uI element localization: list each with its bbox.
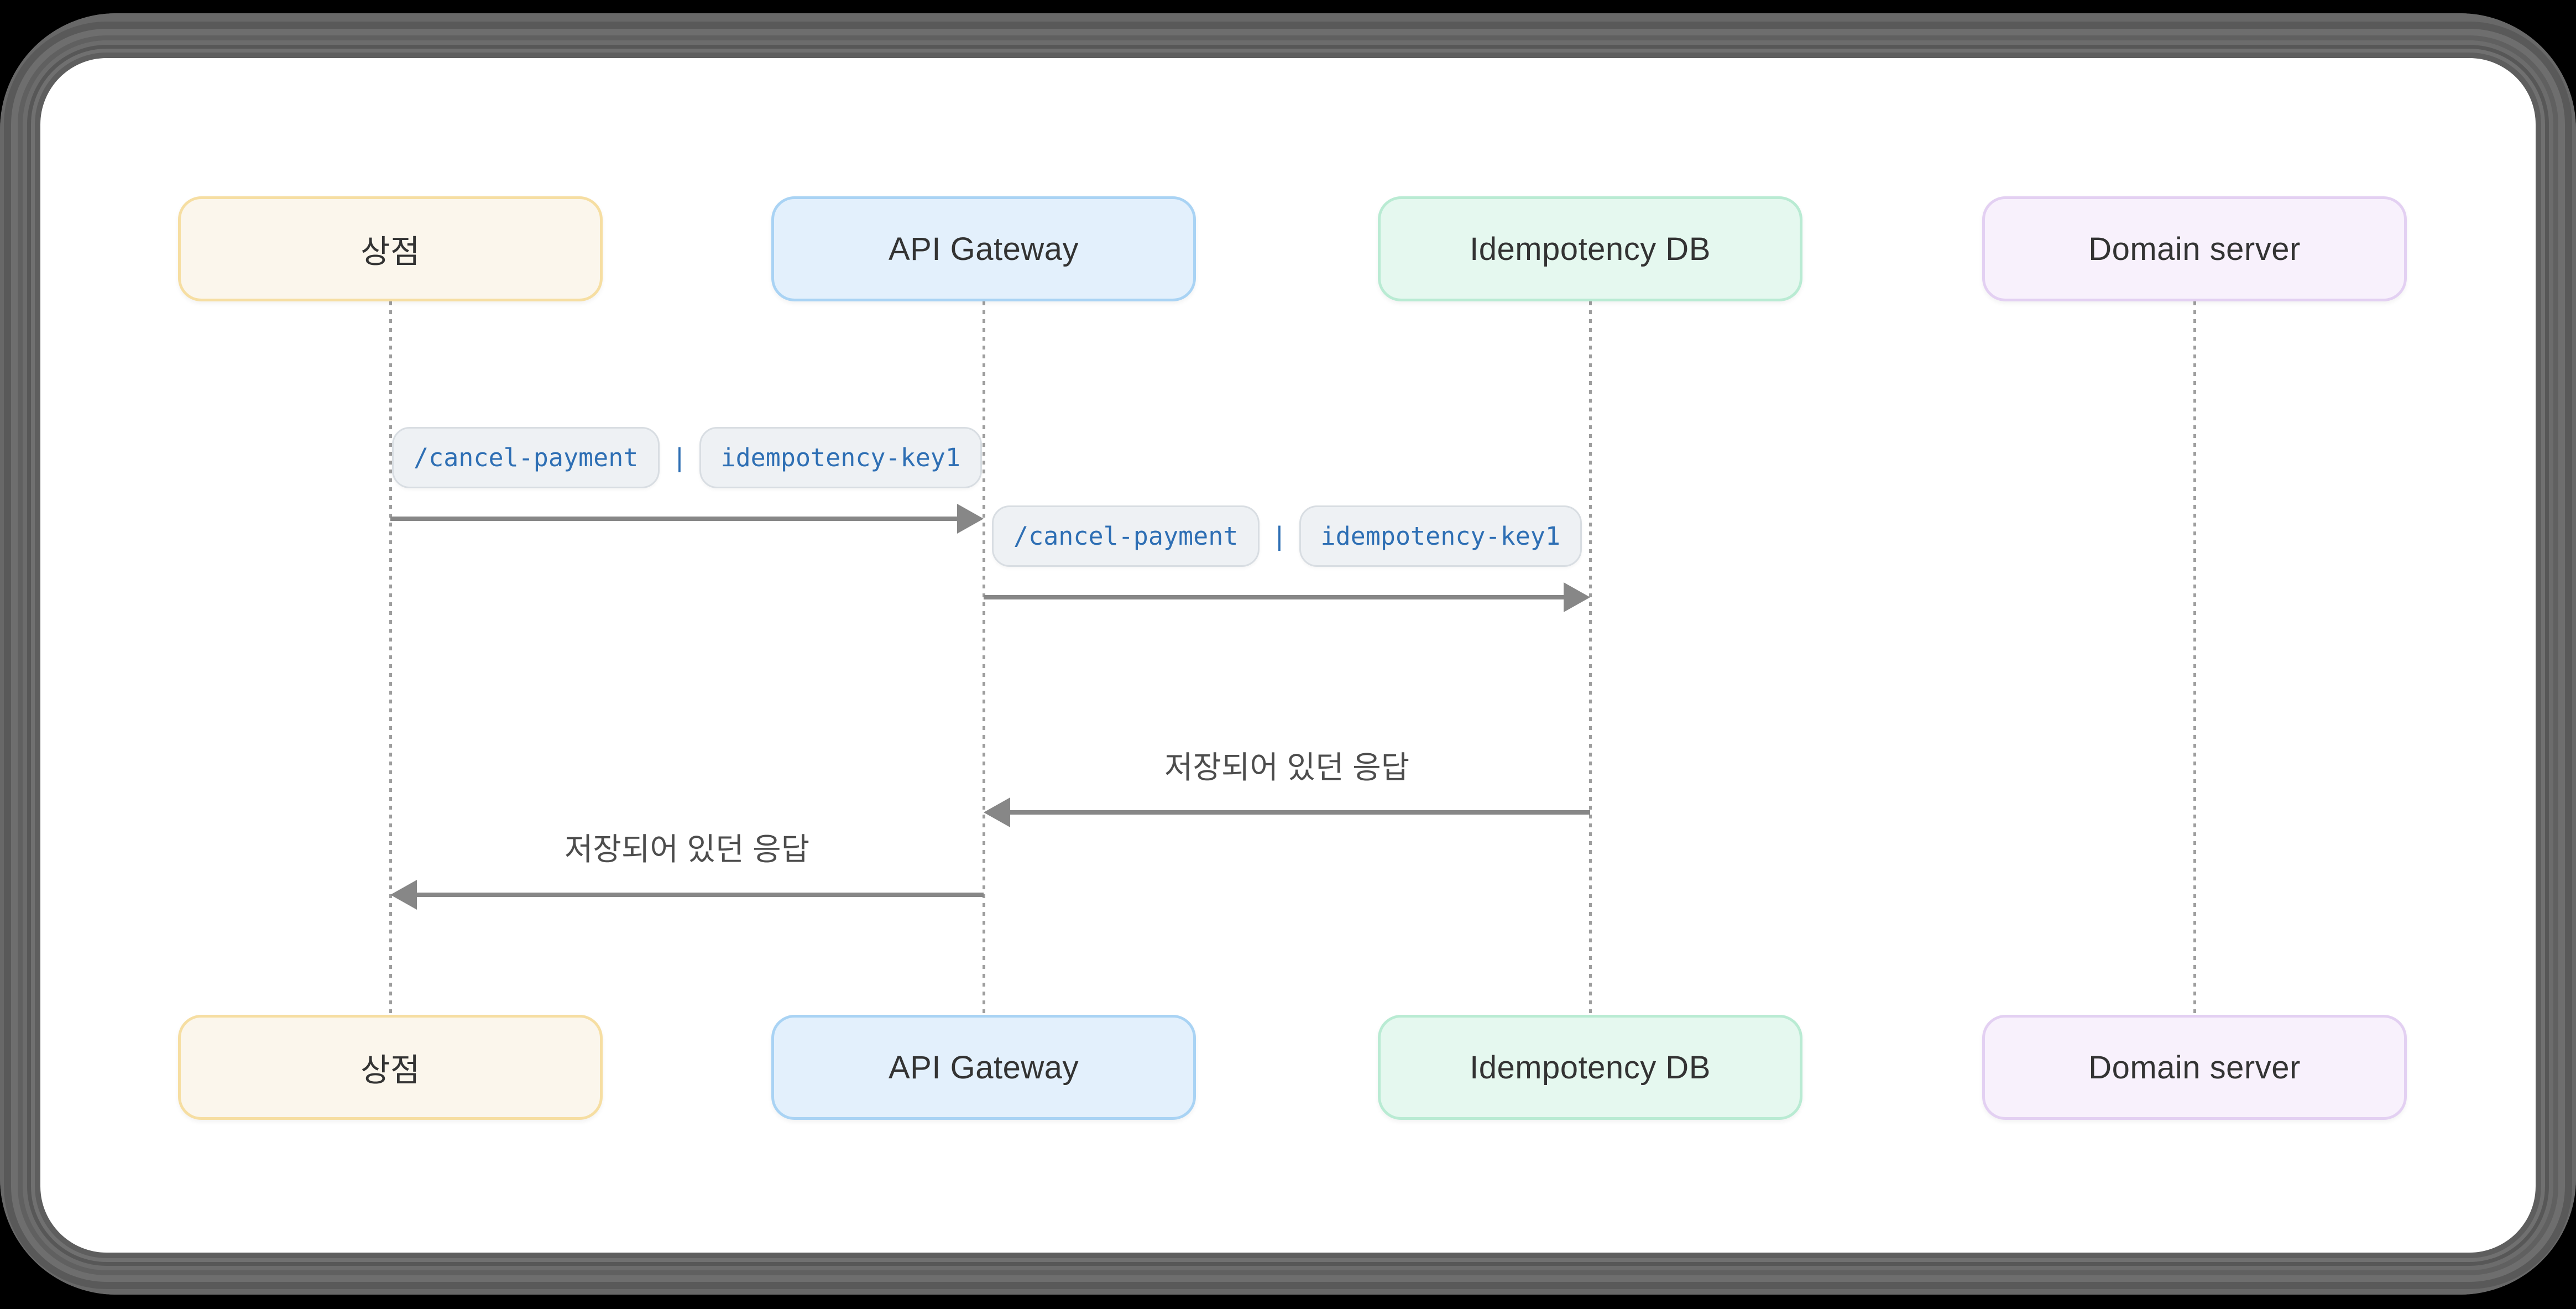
participant-label: 상점 (360, 234, 420, 270)
lifeline-api-gateway (983, 301, 985, 1015)
participant-idempotency-db-bottom: Idempotency DB (1378, 1015, 1802, 1120)
lifeline-idempotency-db (1589, 301, 1592, 1015)
message-1-label: /cancel-payment | idempotency-key1 (390, 424, 984, 491)
participant-store-bottom: 상점 (178, 1015, 603, 1120)
participant-domain-server-bottom: Domain server (1982, 1015, 2407, 1120)
arrow-line (984, 595, 1567, 599)
participant-api-gateway-bottom: API Gateway (771, 1015, 1196, 1120)
arrow-line (414, 893, 984, 897)
participant-label: API Gateway (889, 1049, 1079, 1086)
arrowhead-left-icon (390, 880, 417, 910)
code-badge: idempotency-key1 (1299, 505, 1582, 567)
participant-label: Domain server (2088, 231, 2301, 267)
participant-label: Domain server (2088, 1049, 2301, 1086)
arrow-line (1007, 810, 1590, 815)
diagram-canvas: 상점 API Gateway Idempotency DB Domain ser… (40, 58, 2536, 1253)
arrowhead-right-icon (957, 504, 984, 534)
participant-label: 상점 (360, 1052, 420, 1088)
code-badge: /cancel-payment (992, 505, 1260, 567)
arrow-line (390, 517, 960, 521)
code-badge: /cancel-payment (392, 426, 660, 488)
participant-api-gateway-top: API Gateway (771, 196, 1196, 301)
participant-store-top: 상점 (178, 196, 603, 301)
participant-domain-server-top: Domain server (1982, 196, 2407, 301)
participant-label: API Gateway (889, 231, 1079, 267)
participant-label: Idempotency DB (1470, 1049, 1711, 1086)
code-badge: idempotency-key1 (699, 426, 982, 488)
window-bezel: 상점 API Gateway Idempotency DB Domain ser… (0, 13, 2576, 1295)
message-4-label: 저장되어 있던 응답 (564, 831, 810, 867)
participant-idempotency-db-top: Idempotency DB (1378, 196, 1802, 301)
pipe-separator: | (672, 442, 687, 472)
lifeline-domain-server (2193, 301, 2196, 1015)
message-3-label: 저장되어 있던 응답 (1164, 749, 1410, 785)
arrowhead-right-icon (1564, 582, 1590, 612)
arrowhead-left-icon (984, 797, 1010, 827)
lifeline-store (389, 301, 392, 1015)
participant-label: Idempotency DB (1470, 231, 1711, 267)
message-2-label: /cancel-payment | idempotency-key1 (984, 502, 1590, 570)
pipe-separator: | (1272, 521, 1287, 551)
